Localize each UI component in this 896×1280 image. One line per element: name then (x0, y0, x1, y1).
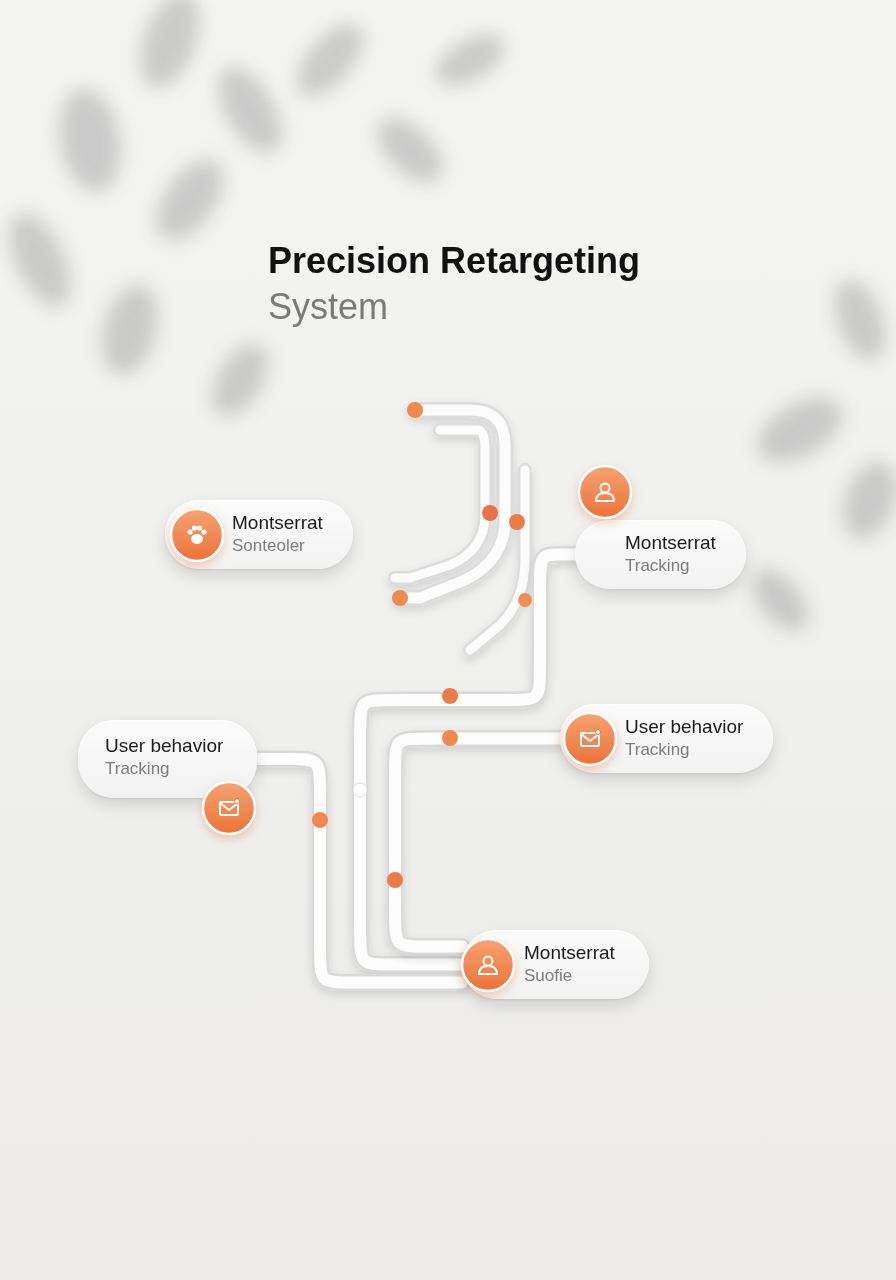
pill-node: MontserratSonteoler (165, 500, 353, 569)
channel-core (395, 739, 560, 947)
leaf-shadow (825, 273, 895, 367)
node-subtext: Tracking (625, 739, 743, 761)
channel (395, 430, 485, 578)
leaf-shadow (0, 205, 83, 316)
leaf-shadow (143, 148, 237, 252)
channel (470, 470, 525, 650)
channel-outline (395, 739, 560, 947)
flow-dot (392, 590, 408, 606)
leaf-shadow (205, 56, 295, 163)
channel (470, 470, 525, 650)
channel-bundle (395, 410, 525, 650)
icon-disc (564, 713, 616, 765)
node-icon (167, 505, 227, 565)
user-glyph (596, 484, 614, 502)
leaf-shadow (834, 454, 896, 546)
user-glyph (479, 956, 497, 974)
flow-dot (442, 730, 458, 746)
channel-outline (360, 555, 575, 965)
flow-dots (312, 402, 532, 888)
mail-glyph (581, 729, 601, 746)
pill-node: MontserratTracking (575, 520, 746, 589)
pill-node: User behaviorTracking (78, 720, 257, 798)
leaf-shadow (51, 84, 128, 197)
node-subtext: Sonteoler (232, 535, 323, 557)
flow-dot (387, 872, 403, 888)
leaf-shadow (285, 12, 375, 108)
leaf-shadow (747, 384, 853, 475)
node-icon (458, 935, 518, 995)
icon-disc (462, 939, 514, 991)
node-subtext: Tracking (105, 758, 223, 780)
node-icon (560, 709, 620, 769)
pill-node: User behaviorTracking (560, 704, 773, 773)
icon-disc (171, 509, 223, 561)
channel-connector (360, 555, 575, 965)
leaf-shadow (427, 24, 513, 97)
leaf-shadow (742, 560, 819, 641)
mail-glyph (220, 799, 240, 816)
node-subtext: Tracking (625, 555, 716, 577)
leaf-shadow (93, 279, 167, 381)
node-icon (199, 778, 259, 838)
node-subtext: Suofie (524, 965, 615, 987)
leaf-shadow (201, 334, 279, 425)
node-icon (575, 462, 635, 522)
leaf-shadows (0, 0, 896, 640)
flow-dot (312, 812, 328, 828)
node-heading: Montserrat (524, 941, 615, 965)
flow-dot (518, 593, 532, 607)
icon-disc (579, 466, 631, 518)
channel (395, 430, 485, 578)
flow-dot (442, 688, 458, 704)
node-heading: Montserrat (625, 531, 716, 555)
icon-disc (203, 782, 255, 834)
channel-core (360, 555, 575, 965)
flow-dot (509, 514, 525, 530)
paw-glyph (187, 525, 206, 544)
channel-connector (395, 739, 560, 947)
flow-dot (482, 505, 498, 521)
node-heading: User behavior (105, 734, 223, 758)
node-heading: User behavior (625, 715, 743, 739)
title-block: Precision Retargeting System (268, 238, 678, 329)
leaf-shadow (366, 106, 454, 194)
diagram-title: Precision Retargeting System (268, 238, 678, 329)
flow-dot (407, 402, 423, 418)
leaf-shadow (128, 0, 211, 96)
flow-dot (353, 783, 367, 797)
pill-node: MontserratSuofie (462, 930, 649, 999)
node-heading: Montserrat (232, 511, 323, 535)
